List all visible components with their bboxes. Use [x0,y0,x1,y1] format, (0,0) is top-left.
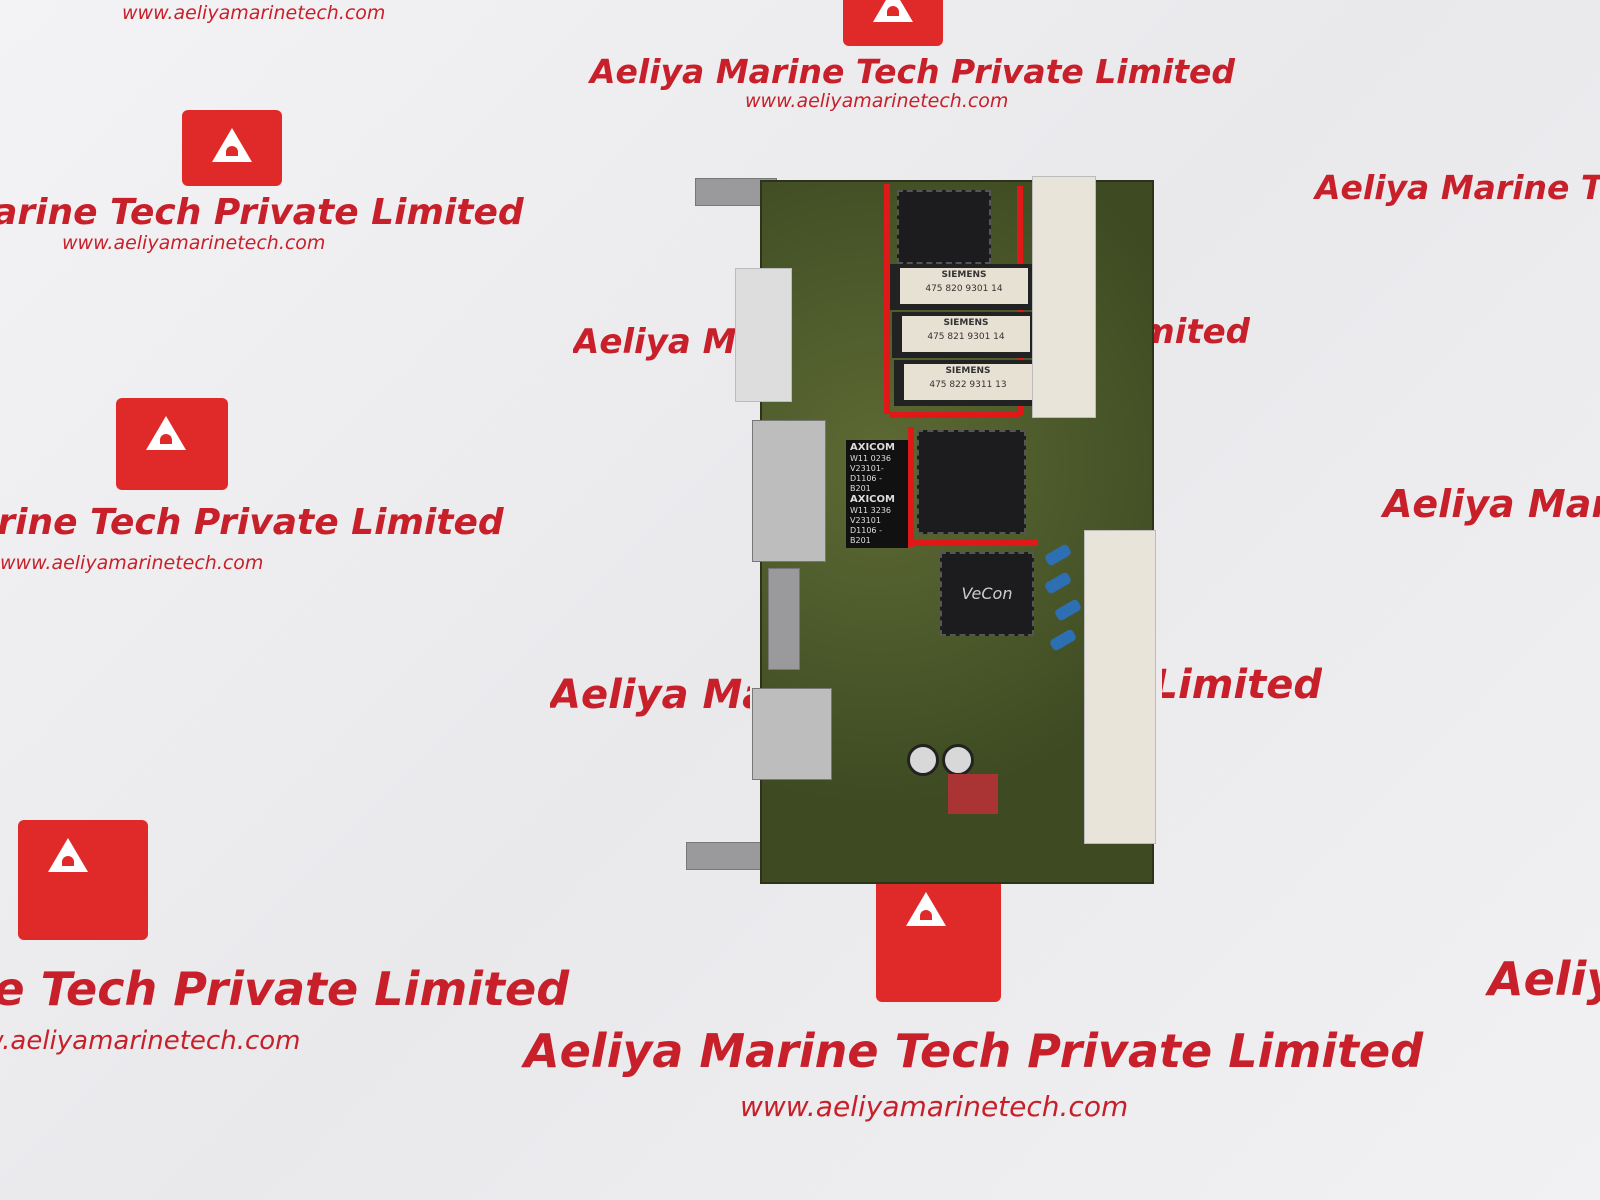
terminal-block [752,688,832,780]
capacitor [1043,543,1073,567]
red-rail [908,427,914,547]
capacitor [1053,598,1083,622]
capacitor [1048,628,1078,652]
red-rail [908,540,1038,546]
backplane-connector-top [1032,176,1096,418]
red-rail [890,412,1020,418]
watermark-company-left-part: Aeliya Marine Tech Private Limited [550,672,750,726]
watermark-logo [182,110,282,186]
watermark-url: www.aeliyamarinetech.com [0,1026,301,1056]
electrolytic-capacitor [942,744,974,776]
watermark-company: Aeliya Marine Tech Private Limited [550,672,750,718]
sub-d-connector [768,568,800,670]
microcontroller-chip [917,430,1026,534]
electrolytic-capacitor [907,744,939,776]
watermark-company-right-part: Aeliya Marine Tech Private Limited [1162,662,1322,716]
backplane-connector-bottom [1084,530,1156,844]
capacitor [1043,571,1073,595]
watermark-logo [843,0,943,46]
watermark-company: Aeliya Marine Tech Private Limited [524,1024,1424,1078]
watermark-logo [876,874,1001,1002]
watermark-company: Aeliya Marine Tech Private Limited [0,192,524,233]
watermark-company: Aeliya Marine Tech Private Limited [0,502,504,543]
watermark-url: www.aeliyamarinetech.com [62,232,326,254]
watermark-logo [116,398,228,490]
red-rail [884,184,890,414]
watermark-url: www.aeliyamarinetech.com [740,1090,1129,1123]
watermark-url: www.aeliyamarinetech.com [0,552,264,574]
watermark-url: www.aeliyamarinetech.com [745,90,1009,112]
asic-chip: VeCon [940,552,1034,636]
watermark-company: Aeliya Marine Tech Private Limited [1383,482,1600,526]
terminal-block [752,420,826,562]
watermark-company: Aeliya Marine Tech Private Limited [1488,952,1600,1006]
cpu-chip [897,190,991,264]
watermark-logo [18,820,148,940]
watermark-url: www.aeliyamarinetech.com [122,2,386,24]
watermark-company: Aeliya Marine Tech Private Limited [590,52,1236,91]
watermark-company: Aeliya Marine Tech Private Limited [573,322,743,362]
watermark-company-tail: Aeliya Marine Tech Private Limited [1162,662,1322,708]
watermark-company: Aeliya Marine Tech Private Limited [1315,168,1600,207]
ribbon-header [735,268,792,402]
watermark-company-left-part: Aeliya Marine Tech Private Limited [573,322,743,368]
watermark-company: Aeliya Marine Tech Private Limited [0,962,570,1016]
film-capacitor [948,774,998,814]
